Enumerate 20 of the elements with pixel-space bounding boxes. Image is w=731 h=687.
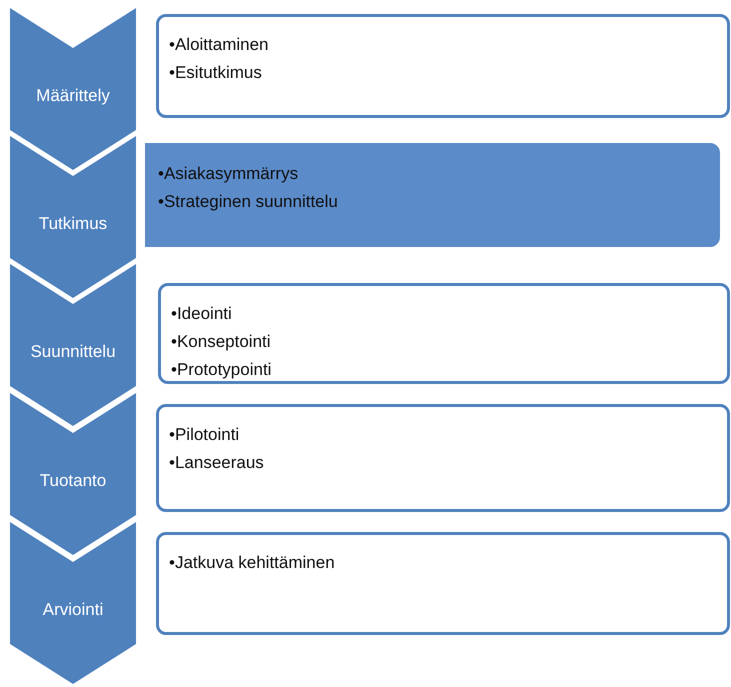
bullet-item: •Ideointi: [171, 303, 233, 325]
task-box: [156, 14, 730, 118]
task-box: [158, 283, 730, 384]
bullet-item: •Aloittaminen: [169, 34, 270, 56]
bullet-item: •Konseptointi: [171, 331, 272, 353]
bullet-item: •Prototypointi: [171, 359, 272, 381]
bullet-item: •Pilotointi: [169, 424, 240, 446]
stage-label: Arviointi: [42, 600, 104, 620]
bullet-item: •Lanseeraus: [169, 452, 265, 474]
bullet-item: •Jatkuva kehittäminen: [169, 552, 336, 574]
bullet-item: •Strateginen suunnittelu: [158, 191, 339, 213]
stage-label: Tuotanto: [38, 471, 108, 491]
bullet-item: •Esitutkimus: [169, 62, 263, 84]
task-box: [156, 532, 730, 635]
stage-label: Tutkimus: [38, 214, 108, 234]
bullet-item: •Asiakasymmärrys: [158, 163, 300, 185]
stage-label: Määrittely: [35, 86, 111, 106]
task-box: [145, 143, 720, 247]
task-box: [156, 404, 730, 512]
stage-label: Suunnittelu: [29, 342, 117, 362]
